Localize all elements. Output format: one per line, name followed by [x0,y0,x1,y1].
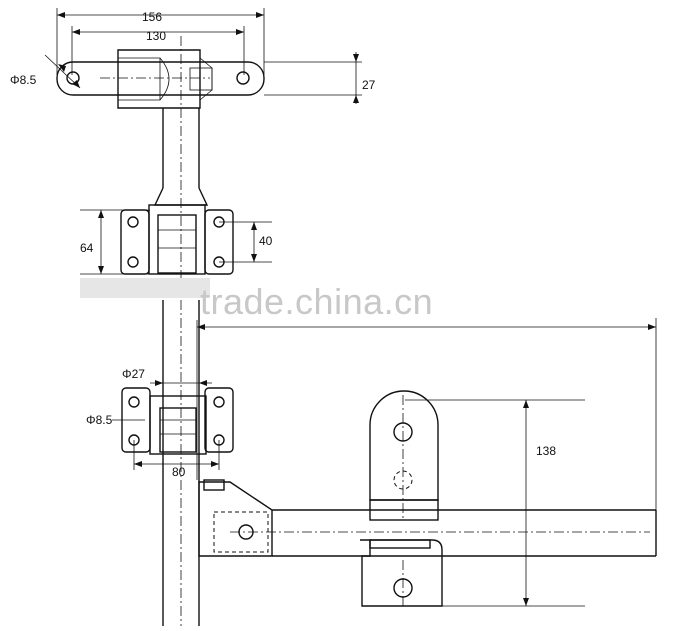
dim-130-label: 130 [146,29,166,43]
dim-138-label: 138 [536,444,556,458]
dim-156-label: 156 [142,10,162,24]
dim-138: 138 [405,399,585,607]
dim-27-label: 27 [362,78,376,92]
dim-156: 156 [56,8,265,75]
dim-40: 40 [219,221,273,263]
dim-40-label: 40 [259,234,273,248]
dim-phi27-label: Φ27 [122,367,145,381]
dim-80: 80 [133,440,220,479]
keeper-upper [369,390,439,521]
handle-body [56,49,265,109]
dim-phi85-lower: Φ8.5 [86,413,145,427]
dim-64: 64 [80,209,150,275]
upper-bracket [120,204,234,275]
lever-arm [198,479,657,557]
dim-27: 27 [264,52,376,104]
dim-80-label: 80 [172,465,186,479]
dim-overall-lower [196,318,657,510]
watermark-text: trade.china.cn [200,281,433,322]
watermark-band [80,278,210,298]
lower-bracket [121,387,234,455]
dim-phi85-top-label: Φ8.5 [10,73,37,87]
dim-130: 130 [71,26,245,75]
rod-lower [162,300,200,626]
dim-phi85-lower-label: Φ8.5 [86,413,113,427]
dim-phi85-top: Φ8.5 [10,54,81,89]
dim-64-label: 64 [80,241,94,255]
keeper-lower [360,539,443,607]
dim-phi27: Φ27 [122,367,212,386]
